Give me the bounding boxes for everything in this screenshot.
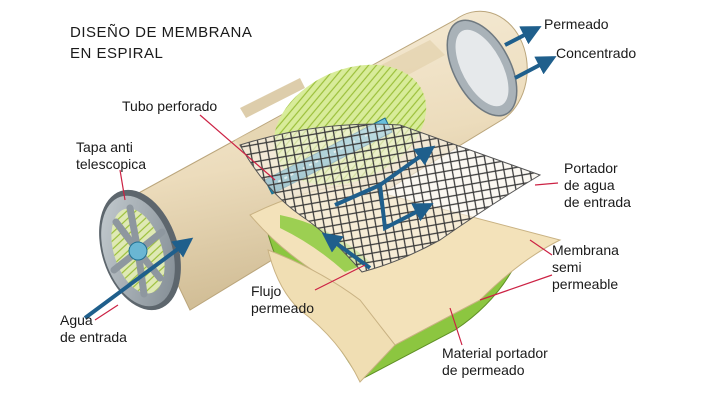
permeate-outlet-arrow: [504, 26, 542, 47]
feed-flow-arrow-2: [378, 145, 436, 187]
label-membrana: Membrana semi permeable: [552, 242, 619, 292]
anti-telescoping-cap: [99, 189, 181, 311]
concentrate-outlet-arrow: [514, 56, 557, 80]
label-tapa-anti-telescopica: Tapa anti telescopica: [76, 139, 147, 172]
leader-lines: [94, 114, 559, 346]
label-concentrado: Concentrado: [556, 45, 637, 61]
diagram-title: DISEÑO DE MEMBRANA EN ESPIRAL: [70, 24, 253, 62]
permeate-flow-arrow: [321, 232, 372, 270]
label-permeado: Permeado: [544, 16, 609, 32]
feed-flow-arrow: [334, 182, 434, 232]
label-tubo-perforado: Tubo perforado: [122, 98, 218, 114]
flow-arrows: [83, 26, 557, 320]
inlet-arrow: [83, 237, 194, 320]
label-material-portador: Material portador de permeado: [442, 345, 548, 378]
label-portador-agua: Portador de agua de entrada: [564, 160, 631, 210]
label-agua-entrada: Agua de entrada: [60, 312, 127, 345]
label-flujo-permeado: Flujo permeado: [251, 283, 315, 316]
membrane-sheets: [239, 123, 562, 383]
outlet-end: [446, 19, 518, 117]
